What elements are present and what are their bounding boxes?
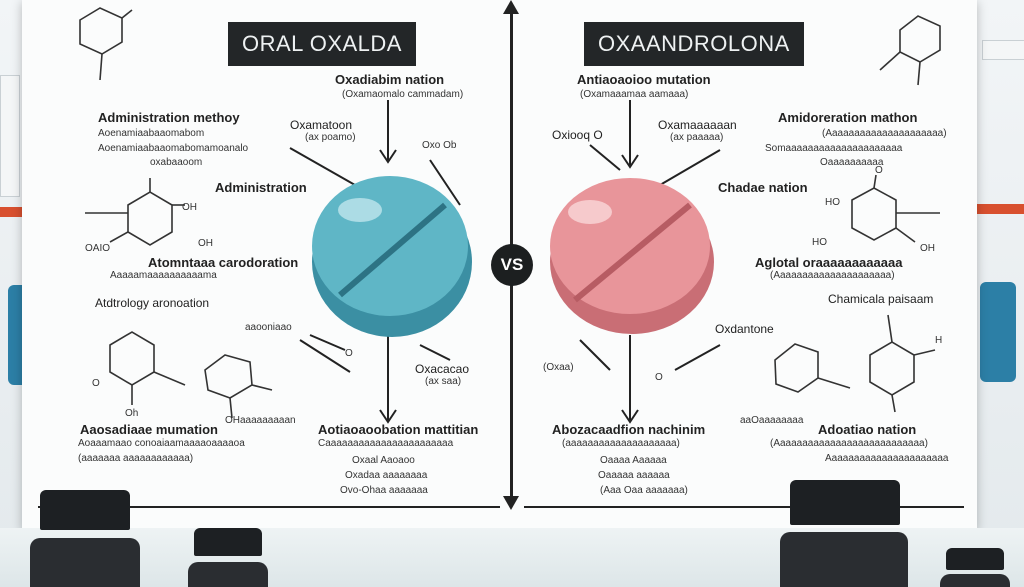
left-label: (Oxamaomalo cammadam) (342, 89, 464, 100)
left-molecule-top (79, 7, 133, 81)
left-molecule-mid (85, 178, 185, 246)
right-label: HO (812, 237, 827, 248)
right-label: Abozacaadfion nachinim (552, 422, 706, 437)
right-label: (Oxamaaamaa aamaaa) (580, 89, 689, 100)
right-molecule-top (879, 15, 941, 86)
right-label: Aaaaaaaaaaaaaaaaaaaaaa (825, 453, 949, 464)
right-label: HO (825, 197, 840, 208)
left-label: aaooniaao (245, 322, 292, 333)
right-label: (Aaaaaaaaaaaaaaaaaaaaa) (770, 270, 895, 281)
left-label: Caaaaaaaaaaaaaaaaaaaaaaa (318, 438, 454, 449)
left-title: ORAL OXALDA (228, 22, 416, 66)
left-label: Oxamatoon (290, 118, 353, 132)
right-label: (ax paaaaa) (670, 132, 724, 143)
pill-bottle (30, 490, 140, 587)
right-label: Amidoreration mathon (778, 110, 918, 125)
left-label: Ovo-Ohaa aaaaaaa (340, 485, 428, 496)
left-label: OH (182, 202, 197, 213)
right-label: Oxamaaaaaan (658, 118, 737, 132)
right-label: Adoatiao nation (818, 422, 917, 437)
right-label: (Oxaa) (543, 362, 574, 373)
right-label: (Aaa Oaa aaaaaaa) (600, 485, 688, 496)
left-label: Oxo Ob (422, 140, 457, 151)
vs-badge: VS (491, 244, 533, 286)
right-label: (Aaaaaaaaaaaaaaaaaaaaaaaaaaa) (770, 438, 928, 449)
left-connectors (289, 100, 461, 424)
right-label: Antiaoaoioo mutation (577, 72, 711, 87)
storage-bin (980, 282, 1016, 382)
right-label: (aaaaaaaaaaaaaaaaaaaa) (562, 438, 680, 449)
left-label: Aoaaamaao conoaiaamaaaaoaaaaoa (78, 438, 245, 449)
right-label: aaOaaaaaaaa (740, 415, 804, 426)
left-label: Aotiaoaoobation mattitian (318, 422, 479, 437)
left-label: Oxadiabim nation (335, 72, 445, 87)
left-label: Atdtrology aronoation (95, 296, 210, 310)
left-label: Administration (215, 180, 307, 195)
binder (982, 40, 1024, 60)
left-label: (aaaaaaa aaaaaaaaaaaa) (78, 453, 194, 464)
right-label: Aglotal oraaaaaaaaaaaa (755, 255, 903, 270)
left-label: Aoenamiaabaaomabom (98, 128, 205, 139)
right-label: Oaaaaaaaaaa (820, 157, 884, 168)
left-label: Atomntaaa carodoration (148, 255, 299, 270)
left-label: OAIO (85, 243, 111, 254)
right-label: Somaaaaaaaaaaaaaaaaaaaaa (765, 143, 903, 154)
left-label: OH (198, 238, 213, 249)
left-pill (312, 176, 472, 337)
right-label: Oaaaaa aaaaaa (598, 470, 670, 481)
right-molecule-mid (851, 174, 940, 243)
right-label: Chamicala paisaam (828, 292, 934, 306)
right-label: O (875, 165, 883, 176)
left-label: (ax saa) (425, 376, 462, 387)
left-label: Administration methoy (98, 110, 240, 125)
pill-bottle (940, 548, 1010, 587)
left-label: Oxacacao (415, 362, 470, 376)
right-pill (550, 178, 714, 334)
right-label: Chadae nation (718, 180, 808, 195)
right-label: H (935, 335, 943, 346)
arrow-down-icon (503, 496, 519, 510)
left-label: O (92, 378, 100, 389)
left-label: oxabaaoom (150, 157, 203, 168)
right-label: Oxiooq O (552, 128, 603, 142)
right-label: (Aaaaaaaaaaaaaaaaaaaaa) (822, 128, 947, 139)
pill-bottle (780, 480, 908, 587)
left-label: Aoenamiaabaaomabomamoanalo (98, 143, 249, 154)
right-label: Oxdantone (715, 322, 774, 336)
left-label: Oxadaa aaaaaaaa (345, 470, 428, 481)
left-label: Aaosadiaae mumation (80, 422, 218, 437)
right-connectors (579, 100, 721, 424)
right-label: Oaaaa Aaaaaa (600, 455, 667, 466)
right-label: OH (920, 243, 935, 254)
shelf-right (976, 204, 1024, 214)
right-label: O (655, 372, 663, 383)
arrow-up-icon (503, 0, 519, 14)
right-title: OXAANDROLONA (584, 22, 804, 66)
left-molecule-bottom (109, 331, 273, 419)
right-molecule-bottom (774, 314, 936, 413)
left-label: OHaaaaaaaaan (225, 415, 296, 426)
baseline-left (38, 506, 500, 508)
left-label: Oh (125, 408, 139, 419)
pill-bottle (188, 528, 268, 587)
left-label: Oxaal Aaoaoo (352, 455, 415, 466)
binder (0, 75, 20, 197)
left-label: O (345, 348, 353, 359)
left-label: (ax poamo) (305, 132, 356, 143)
baseline-right (524, 506, 964, 508)
left-label: Aaaaamaaaaaaaaaama (110, 270, 217, 281)
